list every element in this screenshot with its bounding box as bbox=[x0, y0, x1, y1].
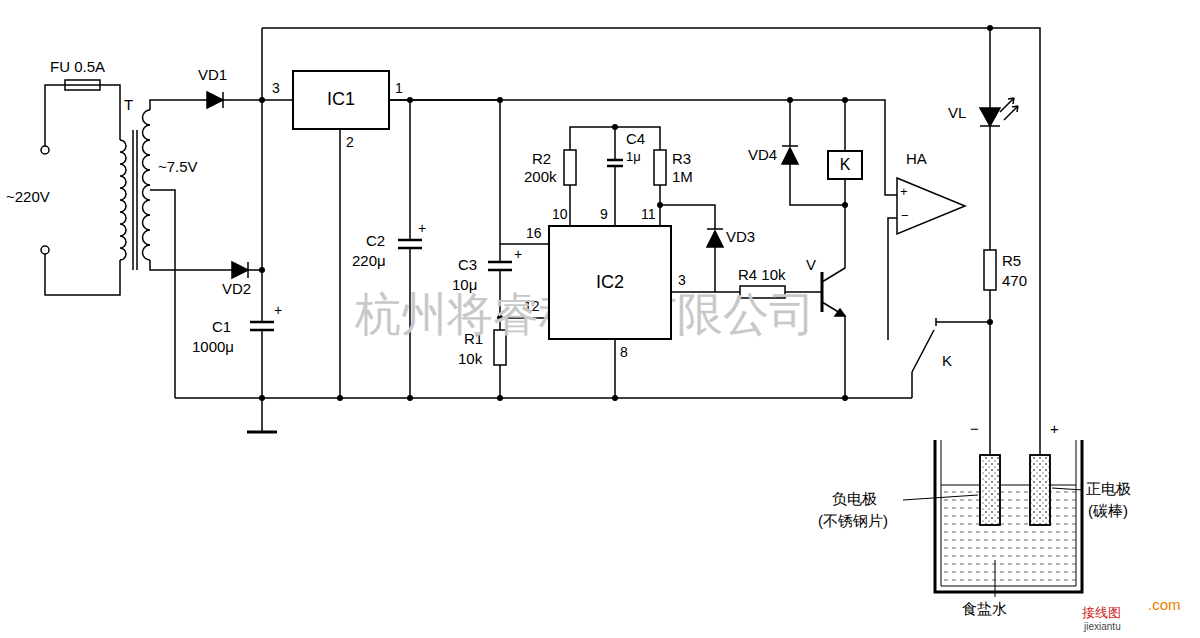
part-label: FU 0.5A bbox=[50, 58, 105, 75]
container-inner bbox=[941, 440, 1076, 586]
polarity-mark: − bbox=[901, 209, 909, 224]
value-label: 10k bbox=[458, 350, 482, 367]
mains-terminal bbox=[41, 146, 49, 154]
light-arrows bbox=[1000, 98, 1018, 120]
resistor-symbol bbox=[654, 150, 666, 185]
part-label: C3 bbox=[458, 256, 477, 273]
value-label: 1000μ bbox=[192, 338, 234, 355]
electrode-texture bbox=[980, 455, 1000, 525]
diode-symbol bbox=[782, 146, 798, 164]
wire-connector bbox=[390, 100, 845, 150]
part-label: C2 bbox=[366, 232, 385, 249]
value-label: 470 bbox=[1002, 272, 1027, 289]
part-label: VL bbox=[948, 104, 966, 121]
voltage-label: ~220V bbox=[6, 188, 50, 205]
site-logo: .com bbox=[1148, 596, 1181, 613]
value-label: 200k bbox=[524, 168, 557, 185]
value-label: 1μ bbox=[626, 150, 641, 165]
part-label: R5 bbox=[1002, 252, 1021, 269]
polarity-mark: + bbox=[418, 220, 426, 236]
electrode-label: 正电极 bbox=[1086, 480, 1131, 497]
part-label: VD4 bbox=[748, 146, 777, 163]
leader-line bbox=[903, 488, 1083, 597]
mains-terminal bbox=[41, 246, 49, 254]
polarity-mark: + bbox=[1050, 420, 1059, 437]
site-logo: jiexiantu bbox=[1084, 621, 1121, 633]
part-label: VD2 bbox=[222, 280, 251, 297]
salt-water bbox=[941, 485, 1076, 586]
value-label: 1M bbox=[672, 168, 693, 185]
node-text: K bbox=[840, 156, 851, 174]
pin-number: 9 bbox=[600, 206, 608, 222]
resistor-symbol bbox=[984, 250, 996, 290]
ground-symbol bbox=[247, 431, 277, 434]
wires bbox=[45, 28, 1040, 455]
pin-number: 2 bbox=[346, 134, 354, 150]
electrode-texture bbox=[1030, 455, 1050, 525]
emitter-arrow bbox=[835, 309, 845, 316]
ic-box: IC2 bbox=[548, 225, 672, 340]
water-surface bbox=[941, 485, 1076, 486]
relay-coil: K bbox=[827, 150, 863, 180]
negative-electrode bbox=[980, 455, 1000, 525]
pin-number: 3 bbox=[272, 80, 280, 96]
part-label: VD3 bbox=[726, 228, 755, 245]
pin-number: 10 bbox=[552, 206, 568, 222]
transformer-secondary bbox=[143, 110, 150, 260]
part-label: V bbox=[806, 256, 816, 273]
polarity-mark: + bbox=[274, 302, 282, 318]
polarity-mark: − bbox=[970, 420, 979, 437]
part-label: R2 bbox=[532, 150, 551, 167]
fuse-wire bbox=[65, 84, 100, 86]
part-label: K bbox=[942, 352, 952, 369]
electrode-label: (不锈钢片) bbox=[818, 512, 888, 529]
part-label: R3 bbox=[672, 150, 691, 167]
value-label: 220μ bbox=[352, 252, 386, 269]
electrode-label: 负电极 bbox=[832, 490, 877, 507]
pin-number: 8 bbox=[620, 344, 628, 360]
part-label: C1 bbox=[212, 318, 231, 335]
voltage-label: ~7.5V bbox=[158, 158, 198, 175]
diode-symbol bbox=[707, 229, 723, 247]
transformer-primary bbox=[120, 140, 126, 260]
pin-number: 16 bbox=[526, 225, 542, 241]
diode-symbol bbox=[207, 92, 223, 108]
node-text: IC1 bbox=[327, 90, 355, 110]
pin-number: 3 bbox=[678, 272, 686, 288]
liquid-label: 食盐水 bbox=[962, 600, 1007, 617]
electrode-label: (碳棒) bbox=[1088, 502, 1128, 519]
led-symbol bbox=[980, 108, 1000, 126]
part-label: C4 bbox=[626, 130, 645, 147]
relay-contact bbox=[912, 318, 936, 372]
pin-number: 11 bbox=[641, 206, 656, 222]
pin-number: 1 bbox=[395, 80, 403, 96]
diode-symbol bbox=[232, 262, 248, 278]
part-label: R4 10k bbox=[738, 266, 786, 283]
fuse-symbol bbox=[65, 80, 100, 90]
transformer-core bbox=[133, 130, 137, 270]
resistor-symbol bbox=[564, 150, 576, 185]
part-label: VD1 bbox=[198, 66, 227, 83]
node-text: IC2 bbox=[596, 273, 624, 293]
transistor-base bbox=[821, 272, 824, 312]
buzzer-symbol bbox=[897, 178, 965, 234]
polarity-mark: + bbox=[514, 246, 522, 262]
part-label: T bbox=[124, 96, 133, 113]
site-logo: 接线图 bbox=[1082, 606, 1121, 621]
container-outer bbox=[935, 440, 1082, 592]
polarity-mark: + bbox=[900, 185, 908, 200]
positive-electrode bbox=[1030, 455, 1050, 525]
junction-dots bbox=[259, 25, 993, 401]
regulator-box: IC1 bbox=[292, 70, 390, 130]
part-label: HA bbox=[906, 150, 927, 167]
